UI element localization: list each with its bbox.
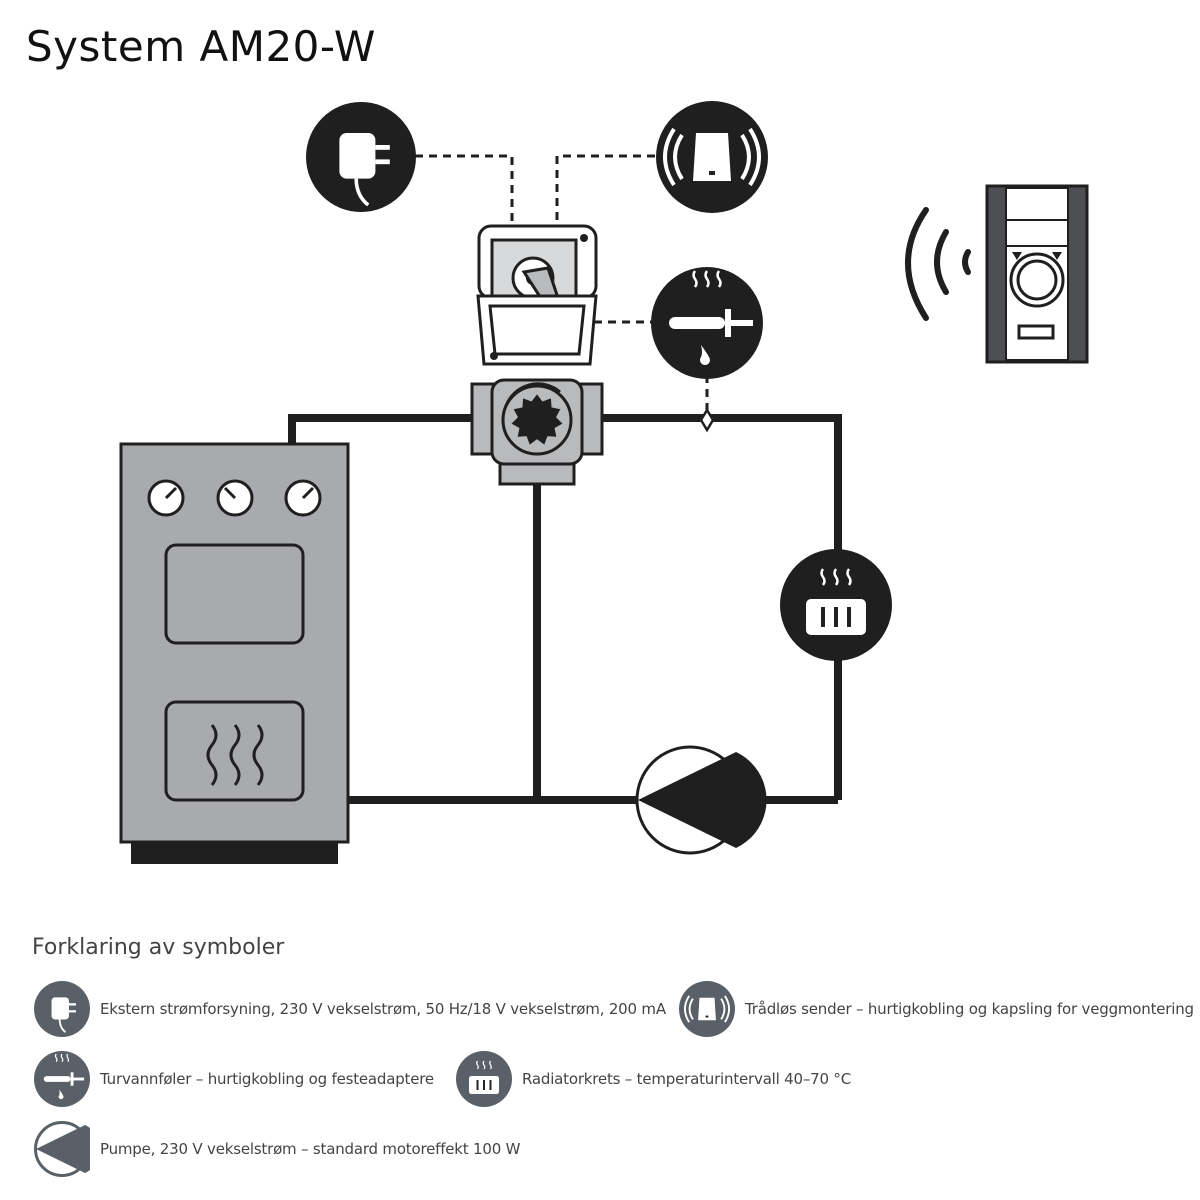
legend-item-power: Ekstern strømforsyning, 230 V vekselstrø… [34,981,666,1037]
boiler-gauge [216,479,254,517]
actuator [476,224,598,366]
boiler [119,442,350,864]
boiler-gauge [147,479,185,517]
radiator-icon [780,549,892,661]
legend-item-sensor: Turvannføler – hurtigkobling og festeada… [34,1051,434,1107]
flow-sensor-icon [651,267,763,379]
wireless-wire [555,154,655,228]
legend-label: Trådløs sender – hurtigkobling og kapsli… [745,1000,1194,1018]
mixing-valve [470,378,604,486]
wireless-signal-icon [905,207,971,321]
valve-knob [511,394,563,445]
legend-item-radiator: Radiatorkrets – temperaturintervall 40–7… [456,1051,851,1107]
legend-item-pump: Pumpe, 230 V vekselstrøm – standard moto… [34,1121,520,1177]
legend-label: Turvannføler – hurtigkobling og festeada… [100,1070,434,1088]
supply-pipe-boiler [288,414,478,448]
system-diagram [119,101,1089,864]
radiator-icon [456,1051,512,1107]
room-controller [905,184,1089,364]
legend-label: Radiatorkrets – temperaturintervall 40–7… [522,1070,852,1088]
supply-pipe-radiator [598,414,842,555]
power-wire [415,154,514,228]
page-title: System AM20-W [26,22,376,71]
wireless-transmitter-icon [679,981,735,1037]
boiler-firebox [164,700,305,802]
wireless-transmitter-icon [656,101,768,213]
power-adapter-icon [34,981,90,1037]
boiler-door [164,543,305,645]
boiler-base [131,842,338,864]
pump-icon [635,745,767,855]
sensor-probe-point [699,407,715,433]
heat-waves-icon [206,724,264,786]
power-adapter-icon [306,102,416,212]
legend-item-wireless: Trådløs sender – hurtigkobling og kapsli… [679,981,1194,1037]
legend-label: Ekstern strømforsyning, 230 V vekselstrø… [100,1000,666,1018]
pump-icon [34,1121,90,1177]
legend-heading: Forklaring av symboler [32,935,285,960]
boiler-gauge [284,479,322,517]
flow-sensor-icon [34,1051,90,1107]
control-wires [415,154,709,410]
legend-label: Pumpe, 230 V vekselstrøm – standard moto… [100,1140,521,1158]
piping [288,414,842,804]
